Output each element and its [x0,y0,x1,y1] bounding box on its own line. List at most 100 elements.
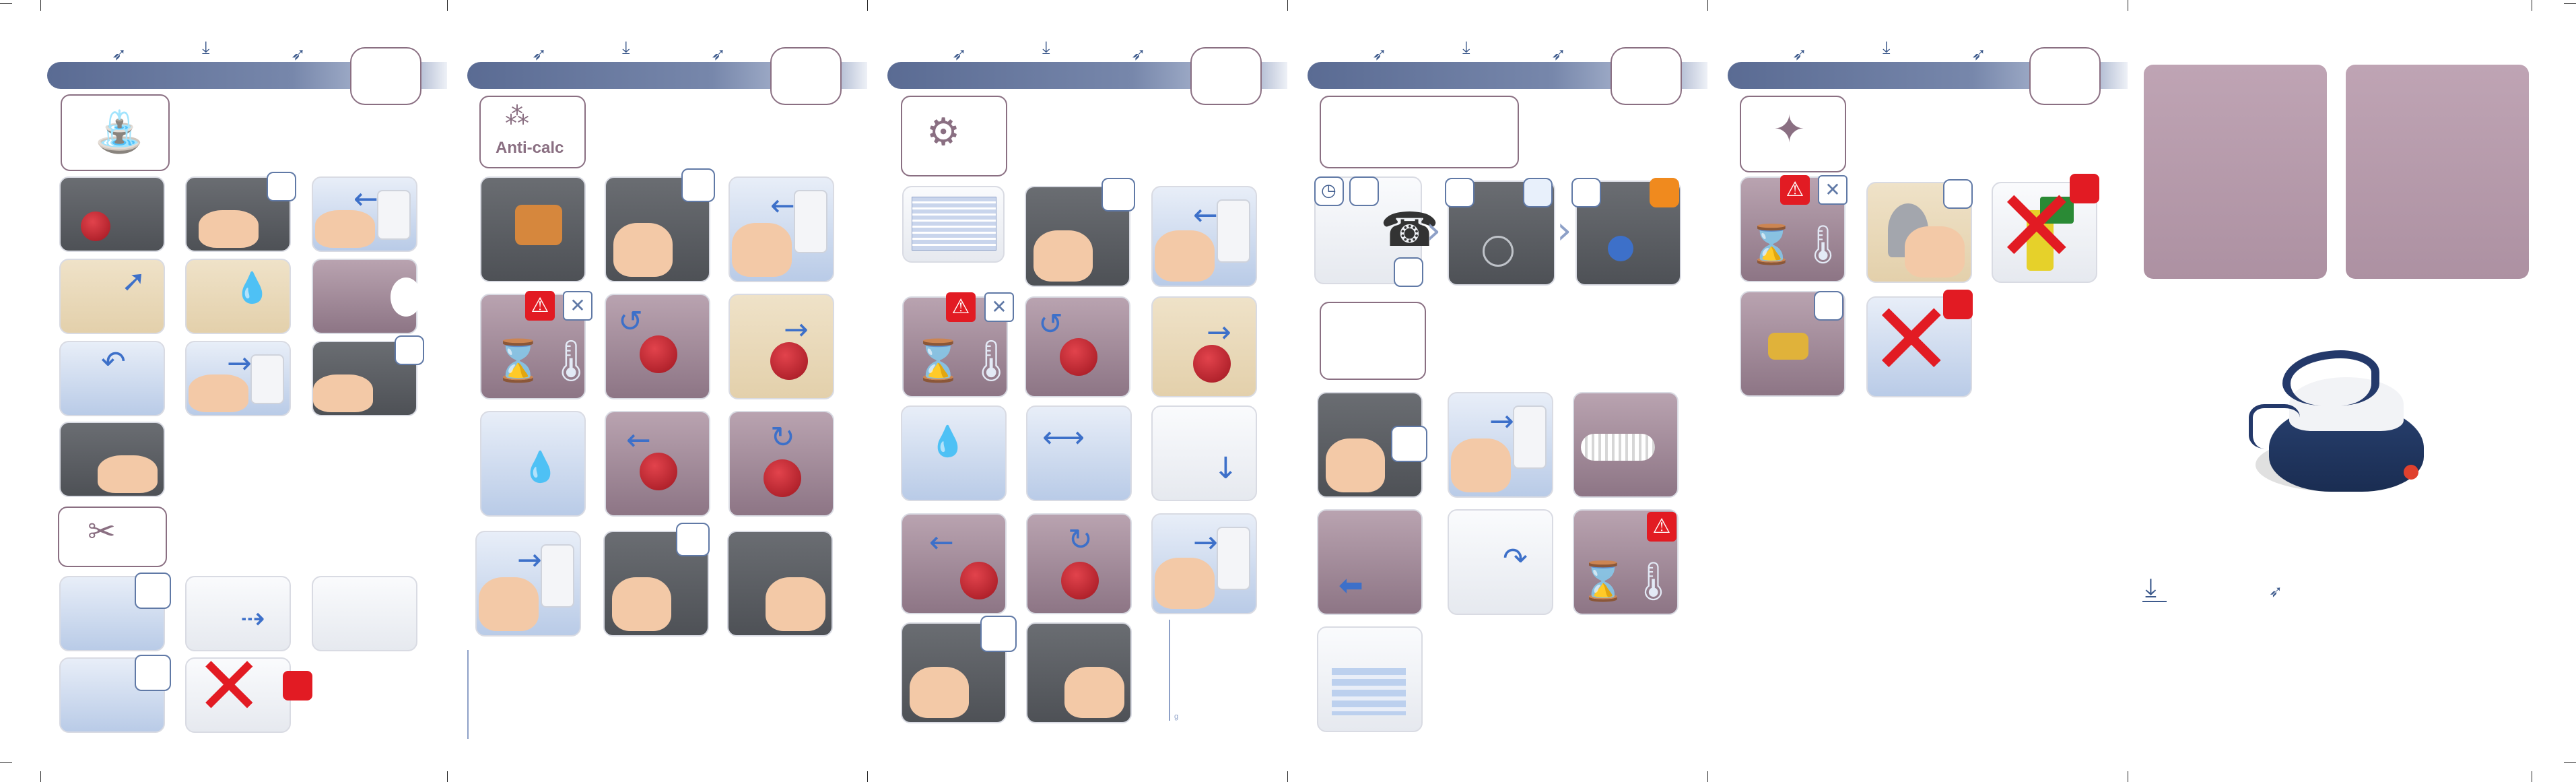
cursor-icon: ➶ [1971,44,1986,65]
warning-icon: ⚠ [1780,175,1810,205]
step-tile [59,422,165,497]
thermometer-icon: 🌡 [965,337,1017,385]
warning-icon: ⚠ [946,292,976,322]
step-tile: ⬅ [1317,509,1423,615]
arrow-right-icon: → [784,313,809,347]
step-tile [59,176,165,252]
step-tile [1317,626,1423,732]
step-tile: → [475,531,581,637]
arrow-rotate-icon: ↺ [618,304,643,339]
step-number-badge [1445,178,1475,207]
step-tile [1026,622,1132,723]
table-graphic [912,197,996,251]
cursor-icon: ➶ [291,44,306,65]
arrow-right-icon: → [1489,404,1514,438]
arrow-right-icon: → [1193,525,1218,560]
download-icon: ⤓ [1462,38,1470,58]
section-box-large [1320,96,1519,168]
no-power-icon: ✕ [563,291,592,321]
arrow-left-icon: ← [1193,198,1218,232]
step-number-badge [1349,176,1379,206]
step-tile: → [1151,513,1257,614]
step-tile: ← [312,176,417,252]
thermometer-icon: 🌡 [1799,223,1848,267]
hourglass-icon: ⌛ [913,337,963,385]
step-tile [727,531,833,637]
arrow-right-icon: → [227,346,252,381]
water-drop-icon: 💧 [522,450,559,484]
red-warning-badge [2070,174,2099,203]
arrow-rotate-icon: ↺ [1038,307,1063,341]
step-tile: → [728,294,834,399]
header-bar [1308,62,1658,89]
step-tile: ⇢ [185,576,291,651]
arrow-left-icon: ← [353,182,378,216]
step-number-badge [676,523,710,556]
tap-icon: ⛲ [94,108,145,156]
step-tile: → [1448,392,1553,498]
warning-icon: ⚠ [525,291,555,321]
anticalc-dots-icon: ⁂ [505,102,529,130]
anticalc-label: Anti-calc [496,139,564,157]
step-tile: ↺ [605,294,710,399]
person-phone-icon: ☎ [1380,202,1439,257]
prohibited-x-icon: ✕ [1994,168,2079,286]
step-tile: ↻ [728,411,834,517]
step-tile: ← [1151,186,1257,287]
cover-panel-right [2346,65,2529,279]
chevron-right-icon: › [1557,209,1572,253]
step-tile: 💧 [480,411,586,517]
arrow-up-icon: ➚ [121,264,146,298]
hourglass-icon: ⌛ [493,337,543,385]
divider-line [1169,620,1170,721]
step-tile: ↶ [59,341,165,416]
step-tile [1866,182,1972,283]
prohibited-x-icon: ✕ [1869,282,1954,399]
iron-sparkle-icon: ✦ [1773,108,1805,152]
arrow-right-icon: ⇢ [240,601,265,636]
descale-tank-icon: ⚙ [926,110,961,154]
step-number-badge [135,655,171,691]
divider-line [467,650,469,739]
clothes-icon-box [2029,47,2101,105]
footnote-text: g [1174,713,1179,721]
step-number-badge [1391,426,1427,462]
step-tile: 💧 [185,259,291,334]
thermometer-icon: 🌡 [1629,560,1678,604]
download-icon: ⤓ [2145,573,2157,602]
arrow-right-icon: → [1207,315,1231,350]
arrow-both-icon: ⟷ [1042,420,1085,455]
step-tile: ➚ [59,259,165,334]
step-tile: ← [605,411,710,517]
descale-box [901,96,1007,176]
arrow-rotate-icon: ↻ [1068,523,1093,557]
step-tile: ⟷ [1026,405,1132,501]
header-bar [1728,62,2078,89]
download-icon: ⤓ [202,38,210,58]
arrow-right-icon: → [517,543,542,577]
chevron-right-icon: › [1426,209,1442,253]
arrow-curve-icon: ↷ [1503,542,1528,576]
step-tile [1740,291,1845,397]
iron-icon-box [1611,47,1682,105]
download-underline [2142,601,2167,602]
thermometer-icon: 🌡 [545,337,597,385]
step-tile [901,622,1007,723]
step-number-badge [681,168,715,202]
download-icon: ⤓ [1042,38,1050,58]
cursor-icon: ➶ [1792,44,1807,65]
iron-icon-box [1190,47,1262,105]
step-tile: 💧 [901,405,1007,501]
step-tile: → [1151,296,1257,397]
clock-icon: ◷ [1314,176,1344,206]
sponge-badge [1814,291,1843,321]
arrow-curve-icon: ↶ [101,345,126,379]
step-tile [480,176,586,282]
hourglass-icon: ⌛ [1748,223,1795,267]
cursor-icon: ➶ [1372,44,1387,65]
step-number-badge [1101,178,1135,211]
max-fill-circle [391,278,421,317]
arrow-left-icon: ← [626,423,651,457]
step-tile [312,576,417,651]
prohibited-x-icon: ✕ [195,640,263,734]
